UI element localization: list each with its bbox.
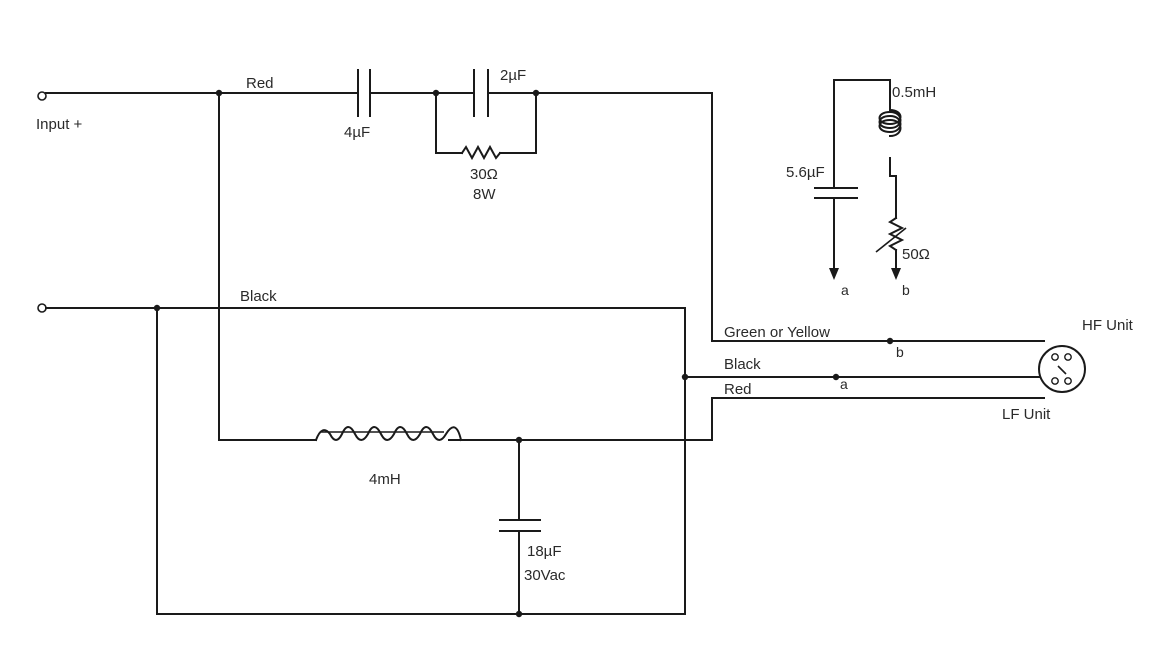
- cap-2uf-label: 2µF: [500, 67, 526, 84]
- green-yellow-wire-label: Green or Yellow: [724, 324, 830, 341]
- input-plus-label: Input +: [36, 116, 83, 133]
- cap-4uf-label: 4µF: [344, 124, 370, 141]
- lf-unit-label: LF Unit: [1002, 406, 1051, 423]
- res-50-label: 50Ω: [902, 246, 930, 263]
- node-b-right-label: b: [896, 344, 904, 360]
- speaker-connector: [1038, 345, 1086, 393]
- node-a-label: a: [841, 282, 849, 298]
- res-30-watt-label: 8W: [473, 186, 496, 203]
- input-minus-terminal: [37, 303, 47, 313]
- cap-18uf-volt-label: 30Vac: [524, 567, 566, 584]
- black-wire-label: Black: [240, 288, 277, 305]
- junction-dots: [153, 89, 894, 618]
- red-right-wire-label: Red: [724, 381, 752, 398]
- red-input-wire: [45, 92, 1045, 342]
- res-30-label: 30Ω: [470, 166, 498, 183]
- resistor-30-ohm: [435, 92, 537, 161]
- node-b-label: b: [902, 282, 910, 298]
- black-return-wire: [45, 307, 1045, 615]
- hf-network: [814, 79, 907, 280]
- red-to-inductor-branch: [218, 92, 317, 441]
- inductor-4mh: [314, 397, 1045, 442]
- black-right-wire-label: Black: [724, 356, 761, 373]
- inductor-05mh-label: 0.5mH: [892, 84, 936, 101]
- capacitor-18uf: [499, 439, 541, 615]
- red-wire-label: Red: [246, 75, 274, 92]
- hf-unit-label: HF Unit: [1082, 317, 1134, 334]
- node-a-right-label: a: [840, 376, 848, 392]
- cap-56uf-label: 5.6µF: [786, 164, 825, 181]
- inductor-4mh-label: 4mH: [369, 471, 401, 488]
- capacitor-4uf: [357, 69, 371, 117]
- cap-18uf-label: 18µF: [527, 543, 562, 560]
- input-plus-terminal: [37, 91, 47, 101]
- capacitor-2uf: [473, 69, 489, 117]
